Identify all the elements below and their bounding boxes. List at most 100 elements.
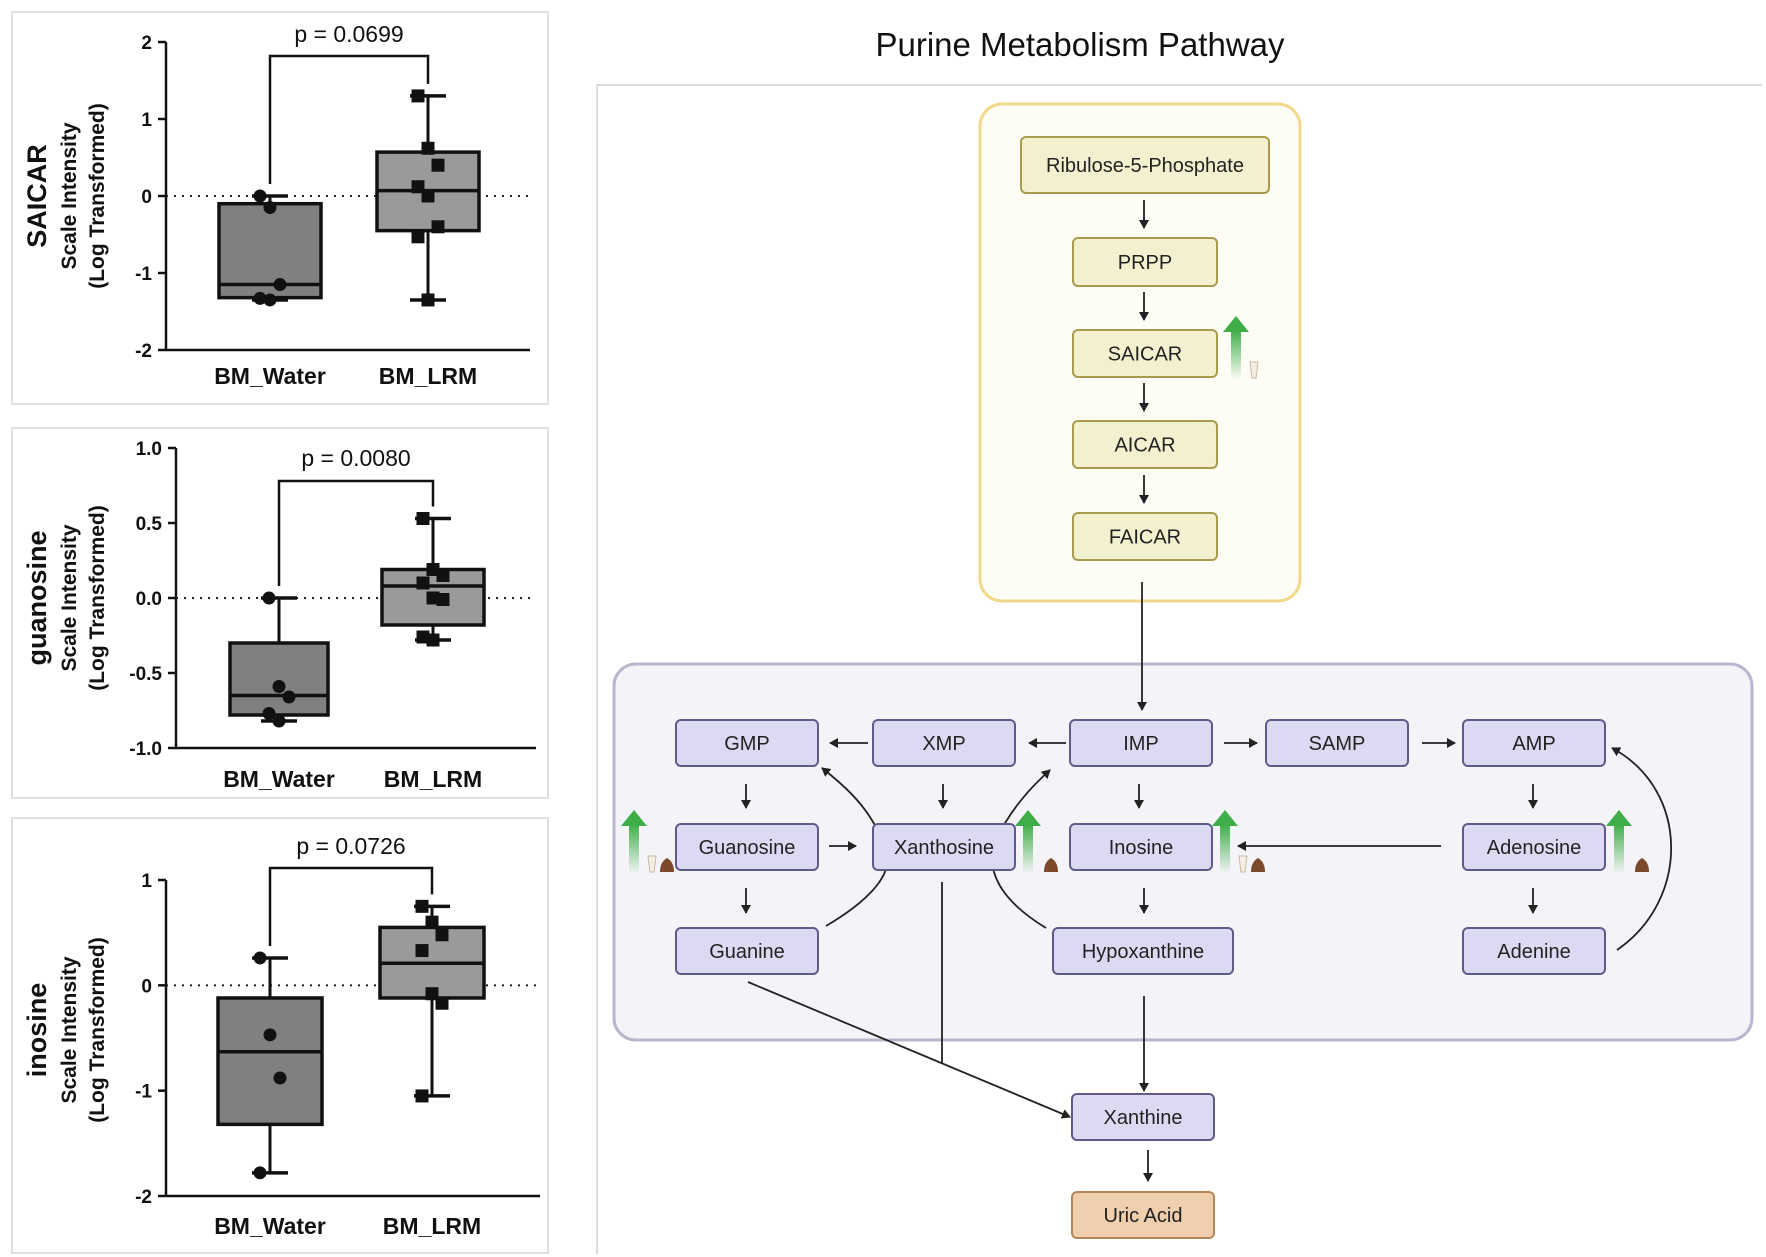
node-box [872,823,1016,871]
data-point [262,591,276,605]
p-value-label: p = 0.0726 [296,833,405,859]
node-label: XMP [922,733,965,755]
node-guanine: Guanine [675,927,819,975]
increase-marker-saicar [1223,316,1259,380]
increase-marker-inosine [1212,810,1265,874]
node-box [675,719,819,767]
box-iqr [228,641,330,717]
data-point [436,569,450,582]
y-tick-label: 1 [141,110,152,131]
node-box [872,719,1016,767]
data-point [425,987,439,1001]
up-arrow-icon [629,824,639,874]
data-point [411,230,425,244]
node-box [675,927,819,975]
node-box [1462,719,1606,767]
data-point [416,576,430,590]
y-axis-metabolite-label: inosine [22,983,52,1078]
data-point [435,996,449,1010]
node-faicar: FAICAR [1072,512,1218,561]
node-inosine: Inosine [1069,823,1213,871]
increase-marker-adenosine [1606,810,1649,874]
data-point [282,690,296,704]
data-point [411,89,425,103]
node-samp: SAMP [1265,719,1409,767]
box-bm-lrm [375,89,481,307]
node-label: IMP [1123,733,1159,755]
node-label: FAICAR [1109,527,1181,549]
y-axis-label-line2: (Log Transformed) [86,103,109,289]
node-saicar: SAICAR [1072,329,1218,378]
x-category-label: BM_LRM [384,766,482,792]
node-guanosine: Guanosine [675,823,819,871]
increase-markers [621,316,1649,874]
up-arrow-icon [1614,824,1624,874]
x-category-label: BM_LRM [383,1213,481,1239]
node-box [1069,719,1213,767]
box-bm-water [216,951,324,1180]
up-arrow-head-icon [1606,810,1632,826]
stool-icon [1044,858,1058,872]
node-adenosine: Adenosine [1462,823,1606,871]
node-box [1265,719,1409,767]
x-category-label: BM_Water [214,363,326,389]
data-point [431,220,445,234]
x-category-label: BM_Water [214,1213,326,1239]
node-prpp: PRPP [1072,237,1218,287]
box-iqr [216,996,324,1127]
y-axis-metabolite-label: guanosine [22,530,52,665]
node-xanthosine: Xanthosine [872,823,1016,871]
node-box [1072,512,1218,561]
y-tick-label: -0.5 [129,664,162,685]
y-tick-label: -1.0 [129,739,162,760]
node-label: Inosine [1109,837,1174,859]
node-label: SAICAR [1108,344,1182,366]
node-label: Xanthosine [894,837,994,859]
data-point [273,278,287,292]
y-tick-label: 1.0 [136,439,162,460]
box-bm-lrm [380,512,486,647]
node-box [1069,823,1213,871]
y-axis-metabolite-label: SAICAR [22,144,52,248]
data-point [416,512,430,525]
data-point [263,201,277,215]
node-label: Guanine [709,941,785,963]
up-arrow-head-icon [1015,810,1041,826]
node-box [1072,329,1218,378]
significance-bracket [268,866,434,946]
node-label: Hypoxanthine [1082,941,1204,963]
y-tick-label: -1 [135,1082,152,1103]
node-xmp: XMP [872,719,1016,767]
y-tick-label: 0 [141,187,152,208]
y-tick-label: -1 [135,264,152,285]
data-point [426,563,440,576]
node-box [1071,1093,1215,1141]
y-axis-label-line2: (Log Transformed) [86,937,109,1123]
data-point [431,158,445,172]
data-point [426,633,440,647]
box-bm-water [217,189,323,307]
y-tick-label: 0 [141,976,152,997]
y-tick-label: 0.0 [136,589,162,610]
node-label: GMP [724,733,770,755]
increase-marker-xanthosine [1015,810,1058,874]
y-axis-label-line2: (Log Transformed) [86,505,109,691]
data-point [415,899,429,913]
x-category-label: BM_Water [223,766,335,792]
urine-tube-icon [647,855,657,873]
node-adenine: Adenine [1462,927,1606,975]
data-point [253,291,267,305]
data-point [262,707,276,720]
node-label: Adenosine [1487,837,1582,859]
y-tick-label: -2 [135,1187,152,1208]
node-box [1052,927,1234,975]
node-aicar: AICAR [1072,420,1218,469]
data-point [272,714,286,728]
y-tick-label: 0.5 [136,514,163,535]
up-arrow-head-icon [621,810,647,826]
